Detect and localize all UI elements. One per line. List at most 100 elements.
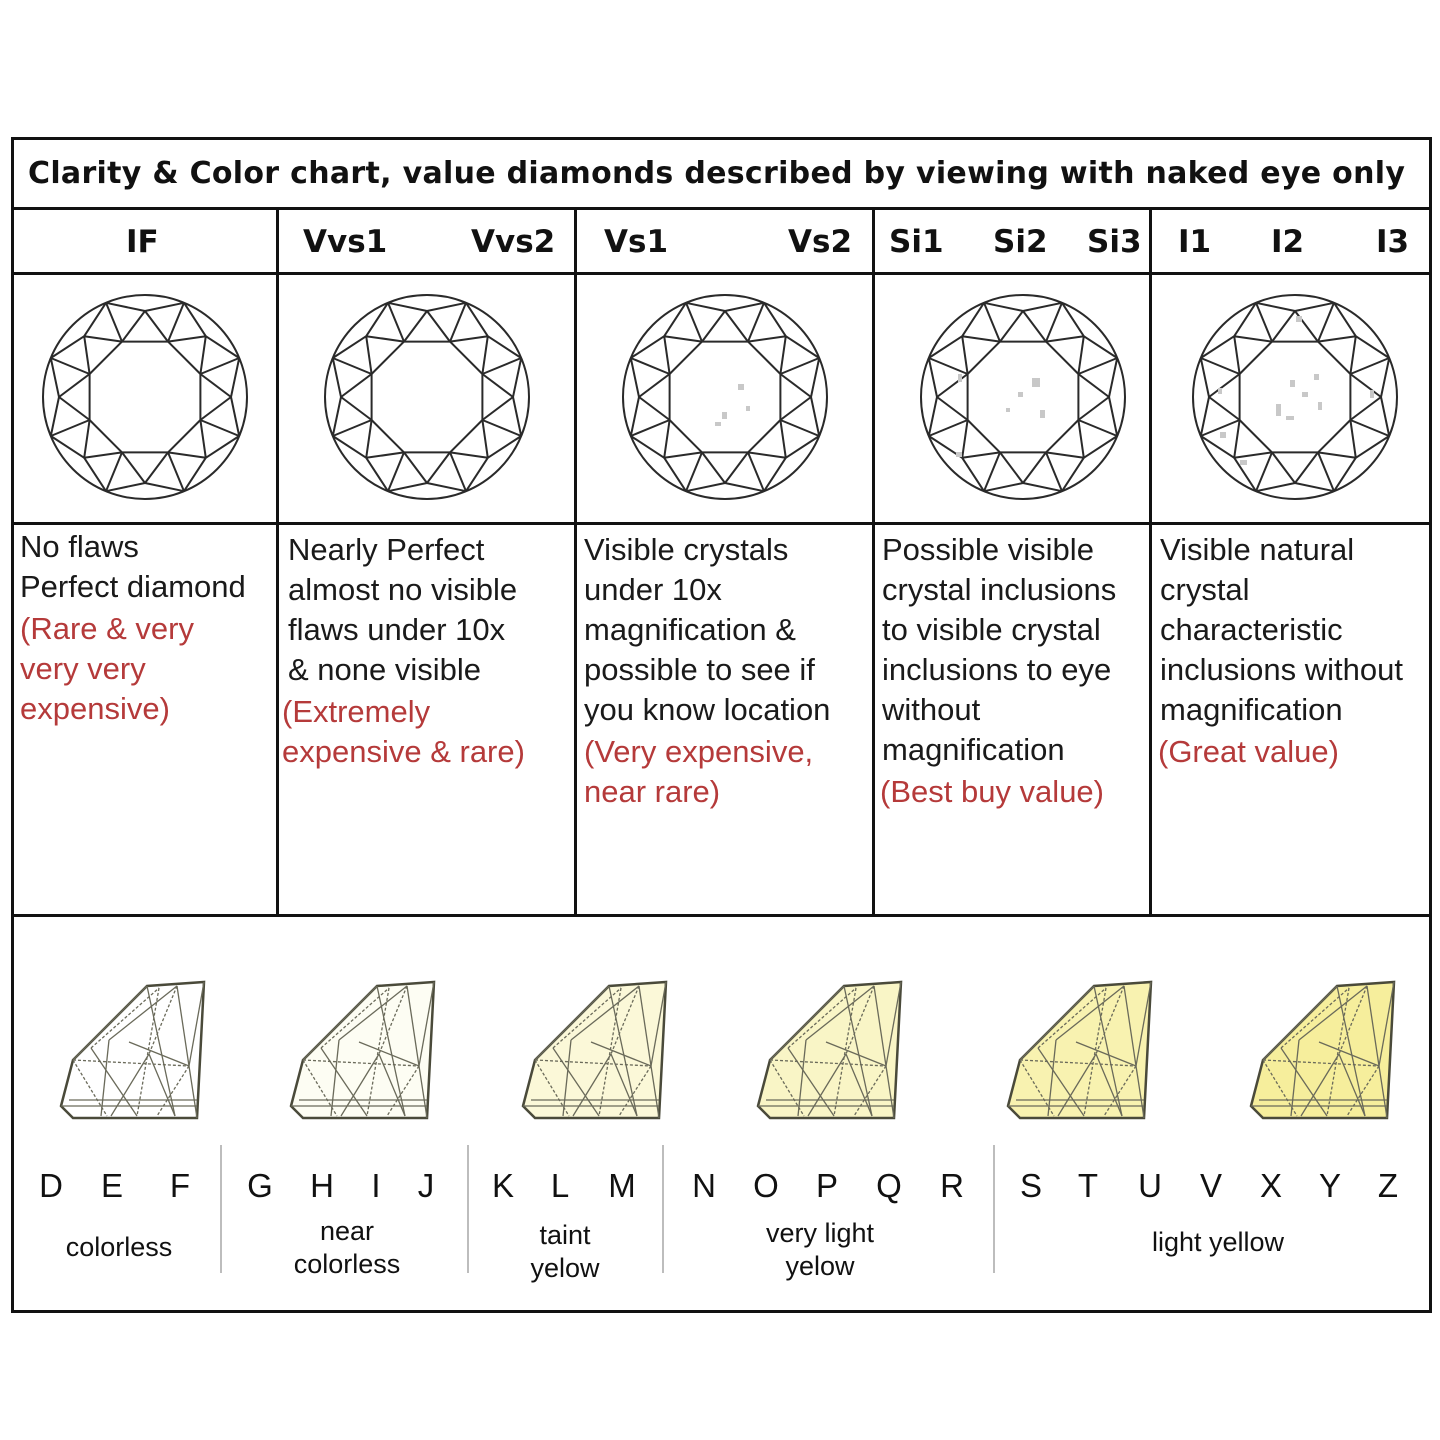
- category-separator: [467, 1145, 469, 1273]
- value-note-line: very very: [20, 651, 146, 686]
- category-label-line: near: [319, 1216, 375, 1246]
- color-grade-letter: H: [310, 1167, 334, 1204]
- description-line: No flaws: [20, 529, 139, 564]
- column-divider: [574, 207, 577, 917]
- color-grade-letter: O: [753, 1167, 779, 1204]
- grade-label-si1: Si1: [889, 224, 944, 260]
- color-category-near-colorless: near colorless: [294, 1215, 401, 1281]
- column-divider: [1149, 207, 1152, 917]
- value-note-line: expensive): [20, 691, 170, 726]
- color-category-light-yellow: light yellow: [1152, 1226, 1284, 1259]
- diamond-side-view-light-yellow-z: [1249, 980, 1396, 1120]
- grade-label-si3: Si3: [1087, 224, 1142, 260]
- image-row-divider: [14, 522, 1429, 525]
- color-grade-letter: L: [550, 1167, 570, 1204]
- category-separator: [220, 1145, 222, 1273]
- facet-lines: [42, 294, 248, 500]
- color-grade-letter: Q: [876, 1167, 902, 1204]
- description-line: magnification: [882, 732, 1065, 767]
- category-separator: [662, 1145, 664, 1273]
- grade-label-si2: Si2: [993, 224, 1048, 260]
- grade-label-if: IF: [126, 224, 159, 260]
- description-line: Possible visible: [882, 532, 1094, 567]
- category-label-line: taint: [539, 1220, 591, 1250]
- diamond-top-view-i: [1192, 294, 1398, 500]
- category-label-line: light yellow: [1151, 1227, 1285, 1257]
- description-line: Perfect diamond: [20, 569, 246, 604]
- description-vvs: Nearly Perfect almost no visible flaws u…: [282, 530, 525, 772]
- facet-lines: [324, 294, 530, 500]
- grade-label-vs2: Vs2: [788, 224, 853, 260]
- inclusion-marks: [715, 384, 750, 426]
- diamond-side-view-light-yellow: [1006, 980, 1153, 1120]
- category-label-line: yelow: [530, 1253, 600, 1283]
- grade-label-i1: I1: [1178, 224, 1212, 260]
- facet-lines: [622, 294, 828, 500]
- color-grade-letter: T: [1077, 1167, 1099, 1204]
- inclusion-marks: [1218, 316, 1374, 465]
- category-label-line: colorless: [293, 1249, 401, 1279]
- diamond-side-view-colorless: [59, 980, 206, 1120]
- diamond-top-view-if: [42, 294, 248, 500]
- column-divider: [276, 207, 279, 917]
- color-grade-letter: K: [491, 1167, 515, 1204]
- facet-lines: [1192, 294, 1398, 500]
- description-line: you know location: [584, 692, 831, 727]
- description-line: magnification &: [584, 612, 796, 647]
- color-grade-letter: Z: [1377, 1167, 1399, 1204]
- color-category-taint-yelow: taint yelow: [530, 1219, 599, 1285]
- color-grade-letter: X: [1259, 1167, 1283, 1204]
- description-line: under 10x: [584, 572, 722, 607]
- color-grade-letter: R: [940, 1167, 964, 1204]
- color-grade-letter: Y: [1318, 1167, 1342, 1204]
- description-line: characteristic: [1160, 612, 1343, 647]
- category-separator: [993, 1145, 995, 1273]
- description-line: possible to see if: [584, 652, 815, 687]
- color-grade-letter: U: [1138, 1167, 1162, 1204]
- value-note-line: (Rare & very: [20, 611, 194, 646]
- color-grade-letter: E: [100, 1167, 124, 1204]
- description-line: & none visible: [288, 652, 482, 687]
- description-line: magnification: [1160, 692, 1343, 727]
- diamond-side-view-very-light-yelow: [756, 980, 903, 1120]
- description-i: Visible natural crystal characteristic i…: [1158, 530, 1403, 772]
- grade-row-divider: [14, 272, 1429, 275]
- diamond-side-view-taint-yelow: [521, 980, 668, 1120]
- category-label-line: colorless: [65, 1232, 173, 1262]
- diamond-side-view-near-colorless: [289, 980, 436, 1120]
- value-note-line: near rare): [584, 774, 721, 809]
- grade-label-vvs1: Vvs1: [303, 224, 388, 260]
- value-note-line: (Very expensive,: [584, 734, 814, 769]
- color-grade-letter: M: [608, 1167, 636, 1204]
- color-category-very-light-yelow: very light yelow: [766, 1217, 874, 1283]
- category-label-line: very light: [765, 1218, 875, 1248]
- category-label-line: yelow: [785, 1251, 855, 1281]
- color-grade-letter: S: [1019, 1167, 1043, 1204]
- title-divider: [14, 207, 1429, 210]
- color-grade-letter: D: [39, 1167, 63, 1204]
- color-grade-letter: I: [371, 1167, 381, 1204]
- description-line: almost no visible: [288, 572, 518, 607]
- color-grade-letter: F: [169, 1167, 191, 1204]
- value-note-line: expensive & rare): [282, 734, 525, 769]
- description-line: Visible natural: [1160, 532, 1355, 567]
- description-line: inclusions to eye: [882, 652, 1112, 687]
- description-si: Possible visible crystal inclusions to v…: [880, 530, 1116, 812]
- clarity-section-divider: [14, 914, 1429, 917]
- description-line: without: [882, 692, 981, 727]
- column-divider: [872, 207, 875, 917]
- grade-label-vvs2: Vvs2: [471, 224, 556, 260]
- description-line: to visible crystal: [882, 612, 1101, 647]
- description-line: Nearly Perfect: [288, 532, 485, 567]
- chart-title: Clarity & Color chart, value diamonds de…: [28, 156, 1406, 191]
- description-vs: Visible crystals under 10x magnification…: [584, 530, 830, 812]
- grade-label-i3: I3: [1376, 224, 1410, 260]
- diamond-top-view-vvs: [324, 294, 530, 500]
- grade-label-vs1: Vs1: [604, 224, 669, 260]
- value-note-line: (Extremely: [282, 694, 431, 729]
- clarity-color-chart: Clarity & Color chart, value diamonds de…: [11, 137, 1432, 1313]
- color-grade-letter: G: [247, 1167, 273, 1204]
- description-line: flaws under 10x: [288, 612, 506, 647]
- grade-label-i2: I2: [1271, 224, 1305, 260]
- color-grade-letter: N: [692, 1167, 716, 1204]
